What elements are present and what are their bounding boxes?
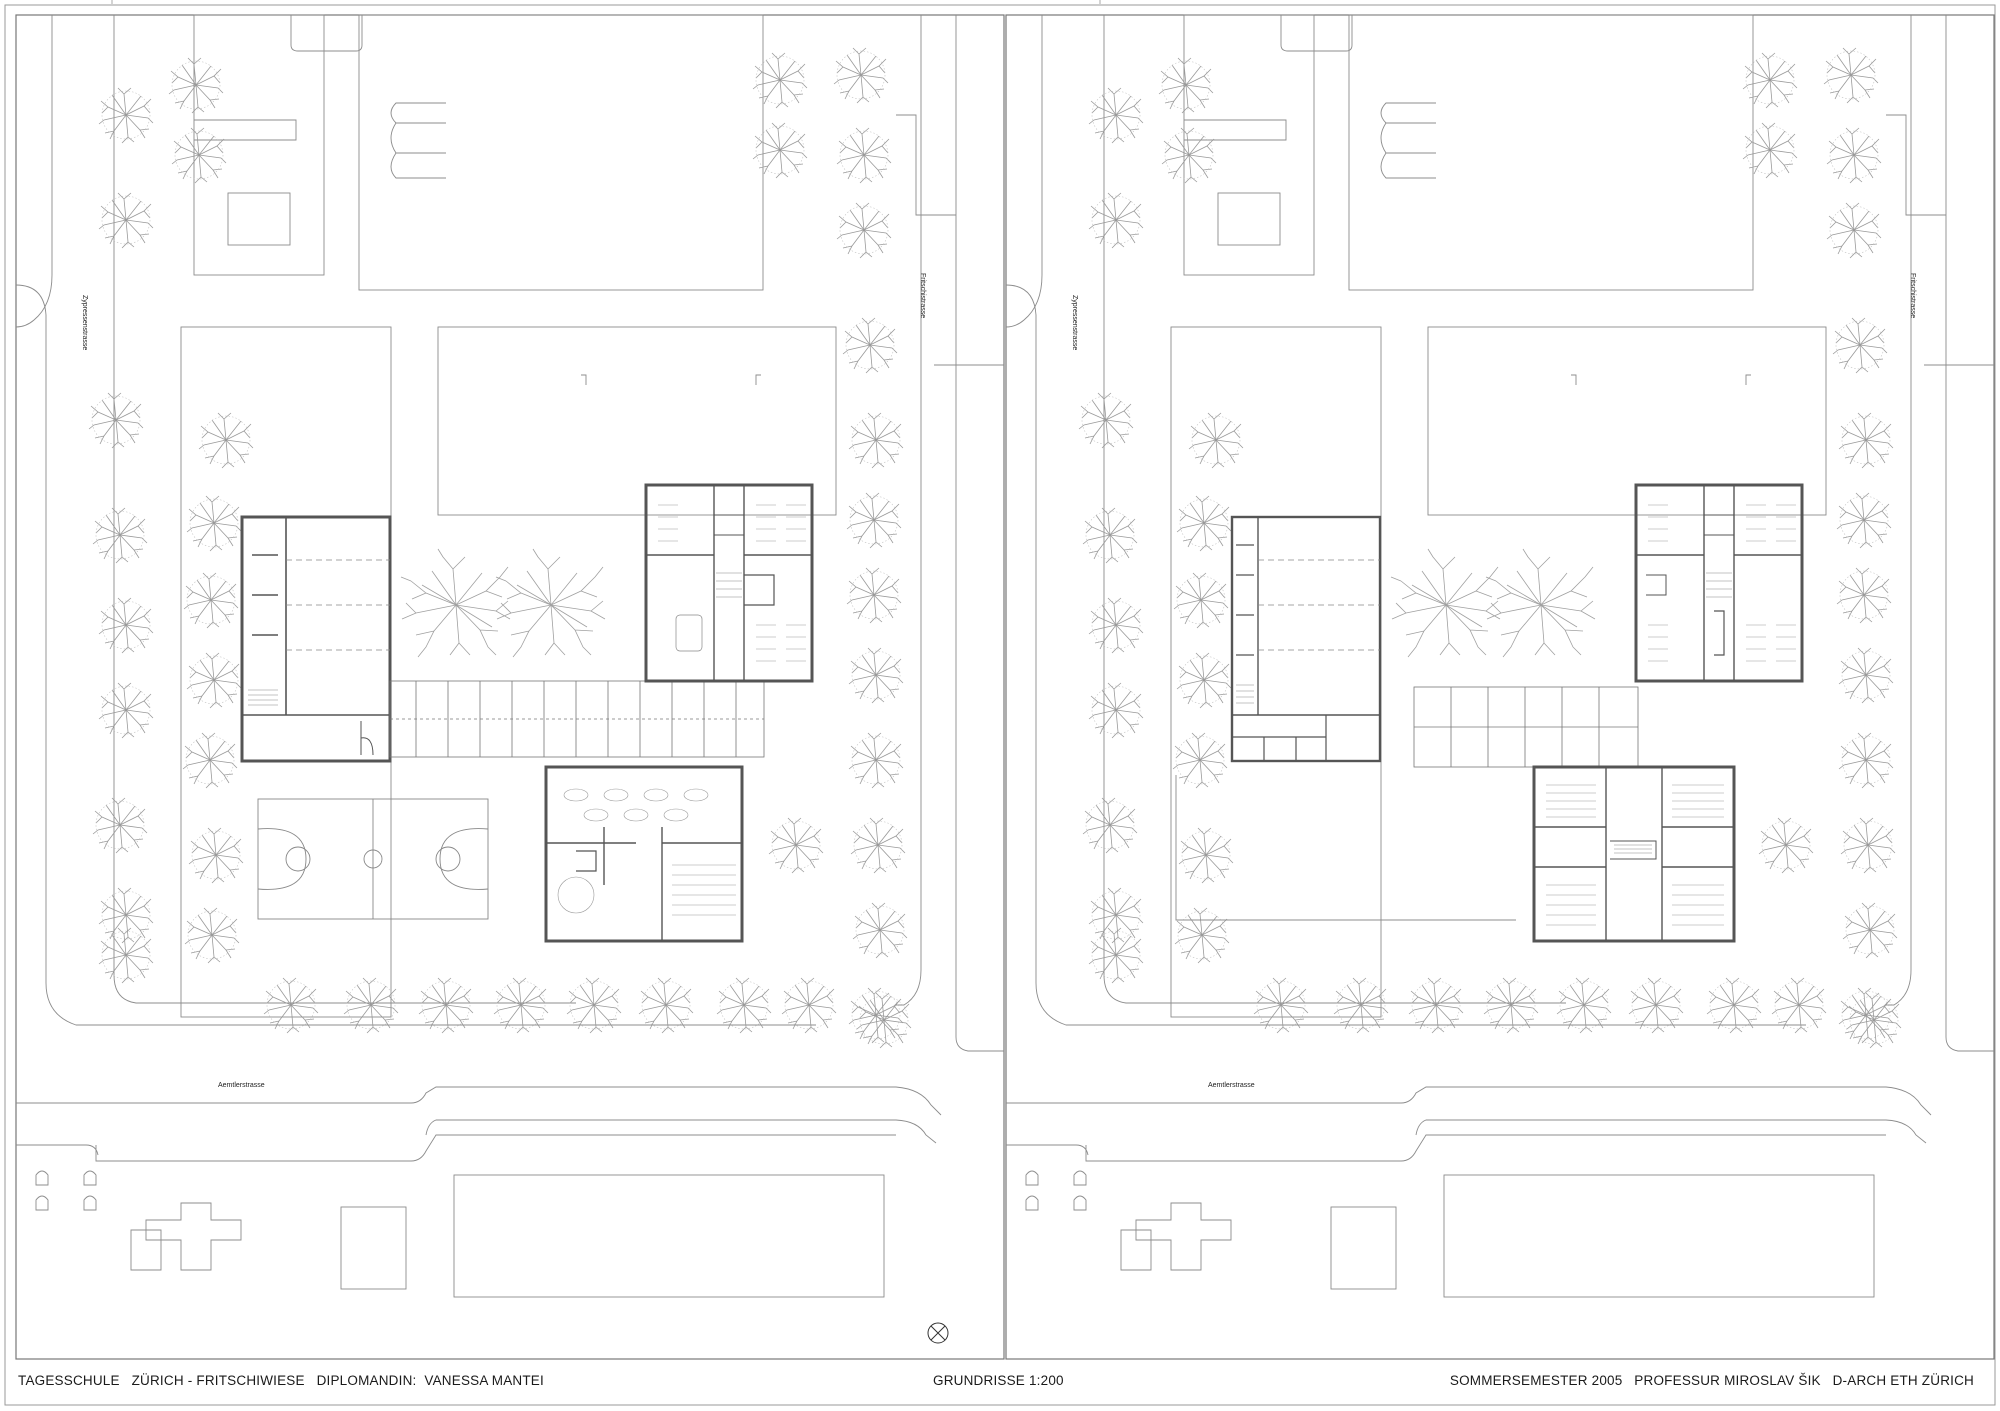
classroom-building-north [644,483,814,683]
footer-semester-info: SOMMERSEMESTER 2005 PROFESSUR MIROSLAV Š… [1449,1373,1974,1388]
footer-project-title: TAGESSCHULE ZÜRICH - FRITSCHIWIESE DIPLO… [18,1373,544,1388]
street-label-south: Aemtlerstrasse [218,1082,265,1089]
street-label-east-2: Fritschistrasse [1909,273,1916,318]
open-lawn [1175,775,1516,921]
trees [88,47,912,1049]
gym-building [1230,515,1382,763]
street-label-west: Zypressenstrasse [81,295,88,350]
classroom-building-north [1634,483,1804,683]
ground-floor-plan: Zypressenstrasse Fritschistrasse Aemtler… [15,14,1005,1360]
street-label-west-2: Zypressenstrasse [1071,295,1078,350]
street-label-south-2: Aemtlerstrasse [1208,1082,1255,1089]
trees [1078,47,1902,1049]
crop-marks [111,0,1101,4]
north-arrow-icon [927,1322,949,1344]
street-label-east: Fritschistrasse [919,273,926,318]
upper-floor-plan: Zypressenstrasse Fritschistrasse Aemtler… [1005,14,1995,1360]
classroom-building-south [544,765,744,943]
footer-drawing-title: GRUNDRISSE 1:200 [933,1373,1064,1388]
gym-building [240,515,392,763]
classroom-building-south [1532,765,1736,943]
basketball-court [257,798,489,920]
covered-walkway [1413,686,1639,768]
covered-walkway [389,680,765,758]
